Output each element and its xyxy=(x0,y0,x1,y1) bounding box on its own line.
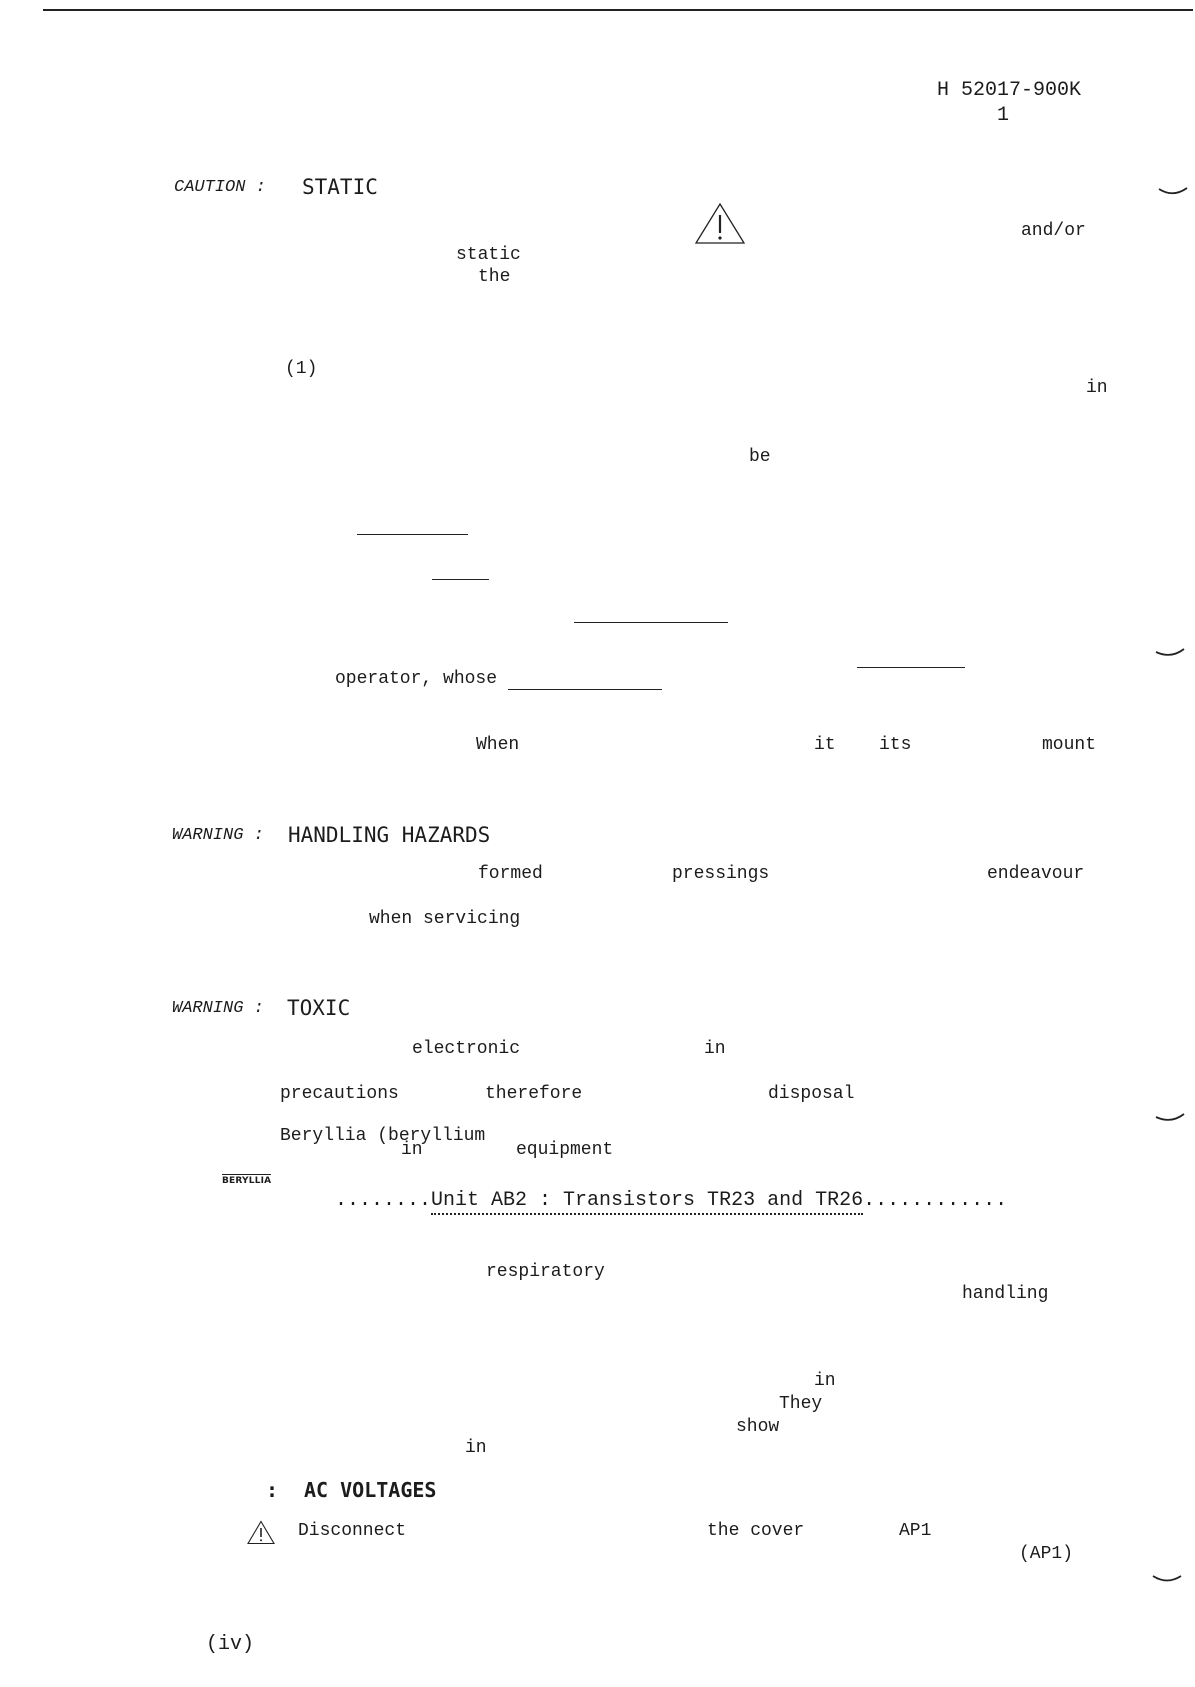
text-fragment: AP1 xyxy=(899,1521,932,1541)
paragraph-number: (1) xyxy=(285,359,318,379)
text-fragment: in xyxy=(465,1438,487,1458)
text-fragment: handling xyxy=(962,1284,1049,1304)
warning-title: HANDLING HAZARDS xyxy=(288,823,491,847)
text-fragment: disposal xyxy=(768,1084,855,1104)
text-fragment: pressings xyxy=(672,864,770,884)
text-fragment: operator, whose xyxy=(335,669,498,689)
text-fragment: Beryllia (beryllium xyxy=(280,1126,486,1146)
text-fragment: When xyxy=(476,735,520,755)
text-fragment: respiratory xyxy=(486,1262,605,1282)
text-fragment: the xyxy=(478,267,511,287)
top-border-rule xyxy=(43,9,1193,11)
text-fragment: equipment xyxy=(516,1140,614,1160)
leader-dots: ........ xyxy=(335,1189,432,1212)
text-fragment: and/or xyxy=(1021,221,1086,241)
warning-triangle-icon xyxy=(247,1520,275,1545)
text-fragment: be xyxy=(749,447,771,467)
margin-punch-mark xyxy=(1155,648,1185,656)
beryllia-components: Unit AB2 : Transistors TR23 and TR26 xyxy=(431,1189,864,1215)
page-number: (iv) xyxy=(206,1633,255,1656)
text-fragment: the cover xyxy=(707,1521,805,1541)
warning-triangle-icon xyxy=(694,202,746,244)
underline-rule xyxy=(574,622,728,623)
underline-rule xyxy=(857,667,965,668)
caution-title: STATIC xyxy=(302,175,378,199)
text-fragment: therefore xyxy=(485,1084,583,1104)
text-fragment: static xyxy=(456,245,521,265)
sheet-number: 1 xyxy=(997,104,1010,127)
text-fragment: it xyxy=(814,735,836,755)
caution-label: CAUTION : xyxy=(174,178,266,197)
text-fragment: in xyxy=(1086,378,1108,398)
warning-title: TOXIC xyxy=(287,996,351,1020)
text-fragment: They xyxy=(779,1394,823,1414)
text-fragment: electronic xyxy=(412,1039,521,1059)
leader-dots: ............ xyxy=(863,1189,1008,1212)
text-fragment: Disconnect xyxy=(298,1521,407,1541)
document-number: H 52017-900K xyxy=(937,79,1082,102)
text-fragment: show xyxy=(736,1417,780,1437)
beryllia-component-list: ........Unit AB2 : Transistors TR23 and … xyxy=(335,1189,1008,1215)
margin-punch-mark xyxy=(1152,1575,1182,1582)
beryllia-marker-tag: BERYLLIA xyxy=(222,1174,272,1186)
text-fragment: when servicing xyxy=(369,909,521,929)
text-fragment: formed xyxy=(478,864,543,884)
margin-punch-mark xyxy=(1158,187,1188,195)
underline-rule xyxy=(508,689,662,690)
warning-label: WARNING : xyxy=(172,826,264,845)
underline-rule xyxy=(357,534,468,535)
warning-label: : xyxy=(266,1478,279,1502)
text-fragment: mount xyxy=(1042,735,1097,755)
warning-label: WARNING : xyxy=(172,999,264,1018)
text-fragment: its xyxy=(879,735,912,755)
text-fragment: in xyxy=(704,1039,726,1059)
text-fragment: endeavour xyxy=(987,864,1085,884)
text-fragment: in xyxy=(401,1140,423,1160)
margin-punch-mark xyxy=(1155,1113,1185,1121)
text-fragment: precautions xyxy=(280,1084,399,1104)
warning-title: AC VOLTAGES xyxy=(304,1478,437,1502)
text-fragment: in xyxy=(814,1371,836,1391)
text-fragment: (AP1) xyxy=(1019,1544,1074,1564)
underline-rule xyxy=(432,579,489,580)
